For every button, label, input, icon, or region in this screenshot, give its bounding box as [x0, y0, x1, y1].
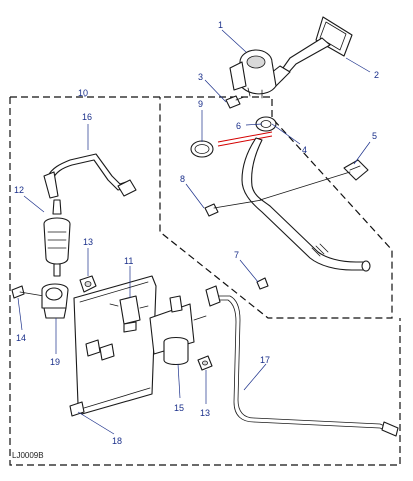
egr-modulator: [149, 295, 207, 366]
clamp-19: [41, 283, 69, 319]
callout-5: 5: [372, 131, 377, 141]
bolt-8: [204, 199, 263, 217]
egr-valve: [229, 49, 277, 99]
callout-6: 6: [236, 121, 241, 131]
callout-11: 11: [124, 256, 133, 266]
callout-13-lower: 13: [200, 408, 210, 418]
solenoid-valve-11: [109, 295, 149, 333]
callout-17: 17: [260, 355, 270, 365]
callout-14: 14: [16, 333, 26, 343]
o-ring-seal: [190, 140, 214, 158]
callout-18: 18: [112, 436, 122, 446]
bolt-14: [11, 285, 45, 299]
callout-4: 4: [302, 145, 307, 155]
vacuum-filter: [43, 199, 71, 277]
callout-9: 9: [198, 99, 203, 109]
pipe-clip: [259, 159, 369, 201]
vacuum-hose-16: [43, 153, 137, 199]
nut-13-lower: [197, 355, 213, 371]
assembly-boundary: [9, 96, 401, 466]
callout-1: 1: [218, 20, 223, 30]
bolt-3: [225, 95, 245, 109]
transfer-pipe: [241, 137, 371, 272]
callout-15: 15: [174, 403, 184, 413]
bolt-7: [256, 277, 269, 290]
egr-pipe-flange: [261, 16, 353, 91]
nut-13-upper: [79, 275, 97, 293]
figure-reference: LJ0009B: [12, 451, 44, 460]
callout-2: 2: [374, 70, 379, 80]
callout-7: 7: [234, 250, 239, 260]
vacuum-hose-17: [205, 285, 399, 437]
callout-10: 10: [78, 88, 88, 98]
leader-lines: [17, 29, 371, 435]
highlight-line: [217, 131, 273, 147]
callout-16: 16: [82, 112, 92, 122]
mounting-bracket: [69, 275, 157, 417]
callout-8: 8: [180, 174, 185, 184]
callout-3: 3: [198, 72, 203, 82]
callout-12: 12: [14, 185, 24, 195]
callout-13-upper: 13: [83, 237, 93, 247]
callout-19: 19: [50, 357, 60, 367]
